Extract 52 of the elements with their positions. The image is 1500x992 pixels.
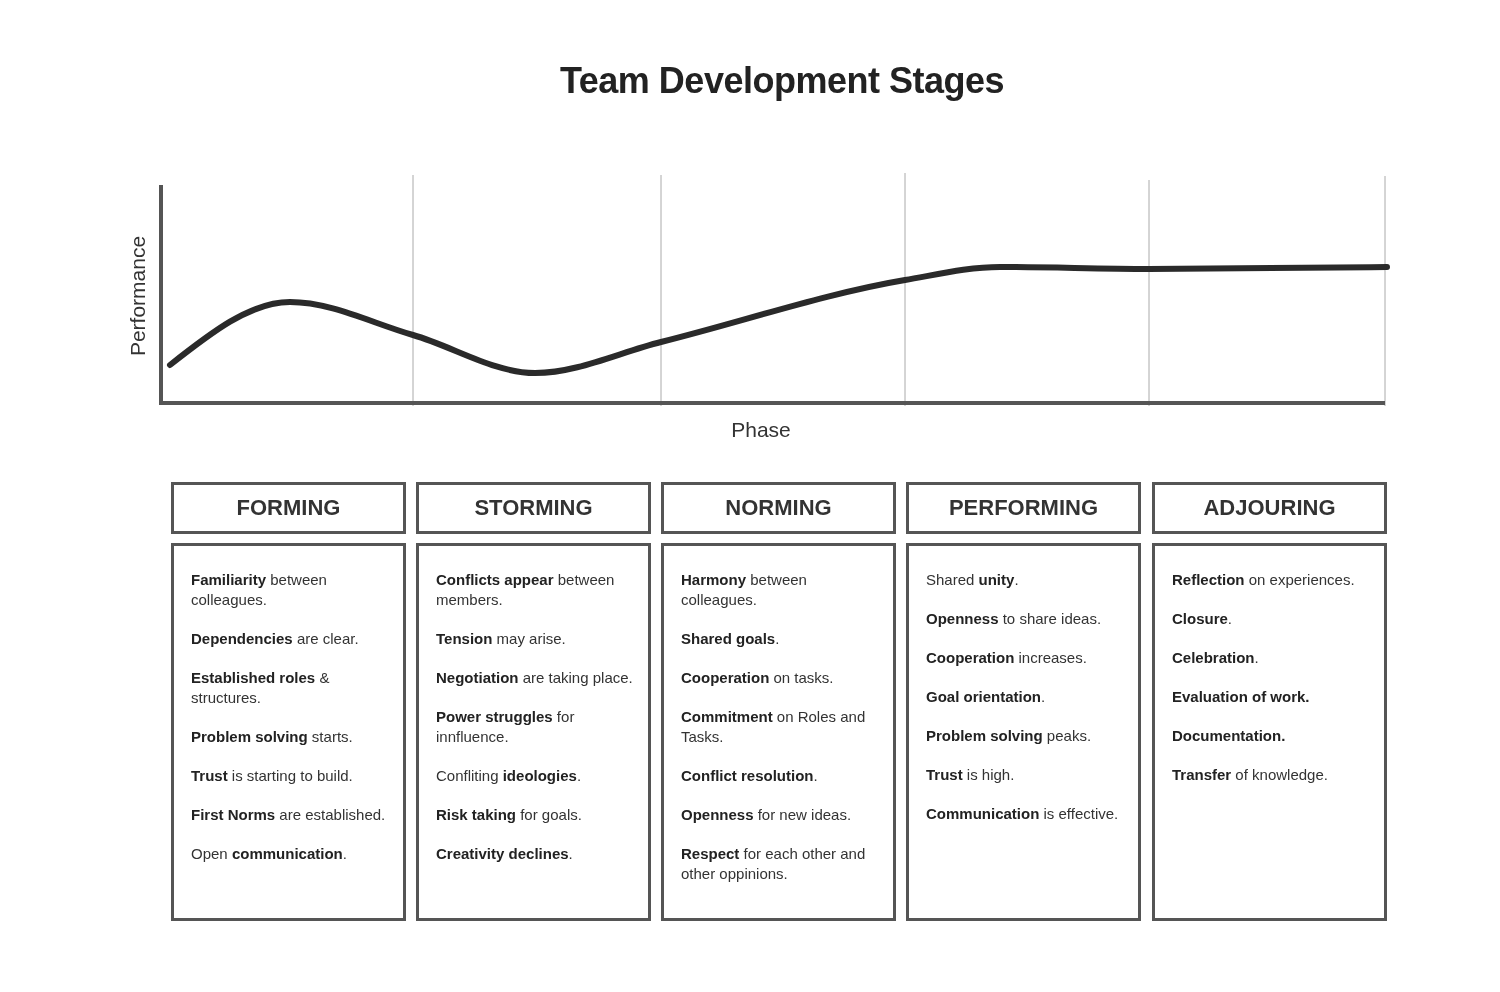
stage-trait: Transfer of knowledge. — [1172, 765, 1329, 785]
axis-label: Phase — [731, 418, 791, 442]
stage-trait: Cooperation on tasks. — [681, 668, 835, 688]
axis-label: Performance — [126, 235, 150, 357]
stage-trait: Communication is effective. — [926, 804, 1120, 824]
diagram-title: Team Development Stages — [559, 60, 1005, 102]
stage-trait: Confliting ideologies. — [436, 766, 583, 786]
stage-trait: Negotiation are taking place. — [436, 668, 634, 688]
stage-trait: Celebration. — [1172, 648, 1260, 668]
stage-trait: Conflicts appear between members. — [436, 570, 616, 610]
stage-trait: Openness for new ideas. — [681, 805, 853, 825]
stage-trait: Evaluation of work. — [1172, 687, 1311, 707]
stage-description-box — [416, 543, 651, 921]
stage-description-box — [906, 543, 1141, 921]
stage-name: NORMING — [725, 495, 832, 521]
stage-trait: Problem solving peaks. — [926, 726, 1093, 746]
stage-trait: Open communication. — [191, 844, 348, 864]
stage-trait: Shared goals. — [681, 629, 781, 649]
stage-trait: Shared unity. — [926, 570, 1020, 590]
stage-trait: Familiarity between colleagues. — [191, 570, 328, 610]
stage-trait: Risk taking for goals. — [436, 805, 583, 825]
stage-trait: Tension may arise. — [436, 629, 567, 649]
stage-trait: Dependencies are clear. — [191, 629, 360, 649]
stage-trait: Closure. — [1172, 609, 1234, 629]
stage-header-box — [1152, 482, 1387, 534]
stage-description-box — [171, 543, 406, 921]
stage-description-box — [661, 543, 896, 921]
stage-trait: Openness to share ideas. — [926, 609, 1103, 629]
stage-name: FORMING — [236, 495, 341, 521]
stage-header-box — [661, 482, 896, 534]
stage-trait: Goal orientation. — [926, 687, 1047, 707]
stage-trait: Creativity declines. — [436, 844, 574, 864]
stage-trait: Conflict resolution. — [681, 766, 819, 786]
stage-trait: Reflection on experiences. — [1172, 570, 1356, 590]
stage-trait: Power struggles for innfluence. — [436, 707, 576, 747]
stage-header-box — [171, 482, 406, 534]
stage-trait: Respect for each other and other oppinions. — [681, 844, 867, 884]
stage-trait: Harmony between colleagues. — [681, 570, 808, 610]
stage-name: ADJOURING — [1203, 495, 1336, 521]
stage-trait: First Norms are established. — [191, 805, 387, 825]
stage-header-box — [416, 482, 651, 534]
stage-name: STORMING — [474, 495, 593, 521]
stage-trait: Cooperation increases. — [926, 648, 1088, 668]
stage-trait: Established roles & structures. — [191, 668, 331, 708]
stage-trait: Trust is starting to build. — [191, 766, 354, 786]
stage-trait: Problem solving starts. — [191, 727, 354, 747]
stage-trait: Documentation. — [1172, 726, 1287, 746]
stage-name: PERFORMING — [948, 495, 1099, 521]
stage-trait: Commitment on Roles and Tasks. — [681, 707, 867, 747]
stage-description-box — [1152, 543, 1387, 921]
stage-header-box — [906, 482, 1141, 534]
stage-trait: Trust is high. — [926, 765, 1016, 785]
